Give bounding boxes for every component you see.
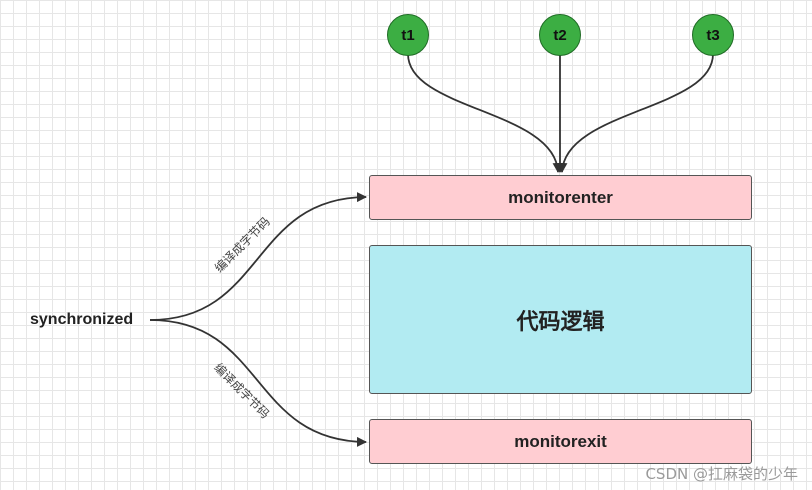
edge-synchronized-to-monitorenter (149, 192, 367, 321)
thread-node-t2: t2 (539, 14, 581, 56)
thread-node-t1: t1 (387, 14, 429, 56)
synchronized-label: synchronized (30, 311, 134, 328)
thread-node-t3: t3 (692, 14, 734, 56)
monitorenter-box: monitorenter (369, 175, 752, 220)
code-logic-box: 代码逻辑 (369, 245, 752, 394)
edge-synchronized-to-monitorexit (149, 319, 367, 447)
edge-t1-to-monitorenter (407, 53, 563, 173)
monitorexit-box: monitorexit (369, 419, 752, 464)
edge-t3-to-monitorenter (557, 53, 714, 173)
csdn-watermark: CSDN @扛麻袋的少年 (645, 465, 798, 483)
